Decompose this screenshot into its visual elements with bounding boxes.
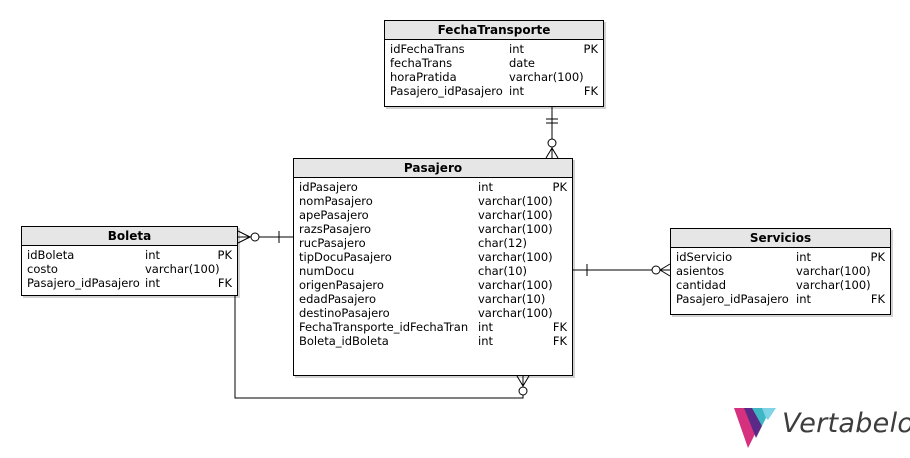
pasajero-crow-left — [545, 147, 553, 159]
boleta-crow-top — [237, 230, 251, 238]
boleta-optional-circle — [250, 232, 260, 242]
table-title: Boleta — [22, 227, 237, 246]
vertabelo-mark-icon — [734, 408, 776, 448]
vertabelo-logo: Vertabelo — [734, 404, 910, 450]
servicios-optional-circle — [651, 265, 661, 275]
servicios-crow-top — [659, 263, 671, 271]
pasajero-crow-left-2 — [516, 375, 524, 387]
table-title: FechaTransporte — [385, 21, 603, 40]
pasajero-crow-right — [551, 147, 559, 159]
boleta-crow-bottom — [237, 236, 251, 244]
servicios-crow-bottom — [659, 269, 671, 277]
vertabelo-wordmark: Vertabelo — [782, 408, 910, 439]
table-title: Servicios — [671, 229, 890, 248]
table-title: Pasajero — [294, 159, 572, 178]
pasajero-crow-right-2 — [522, 375, 530, 387]
pasajero-optional-circle — [547, 138, 557, 148]
pasajero-optional-circle-2 — [518, 386, 528, 396]
